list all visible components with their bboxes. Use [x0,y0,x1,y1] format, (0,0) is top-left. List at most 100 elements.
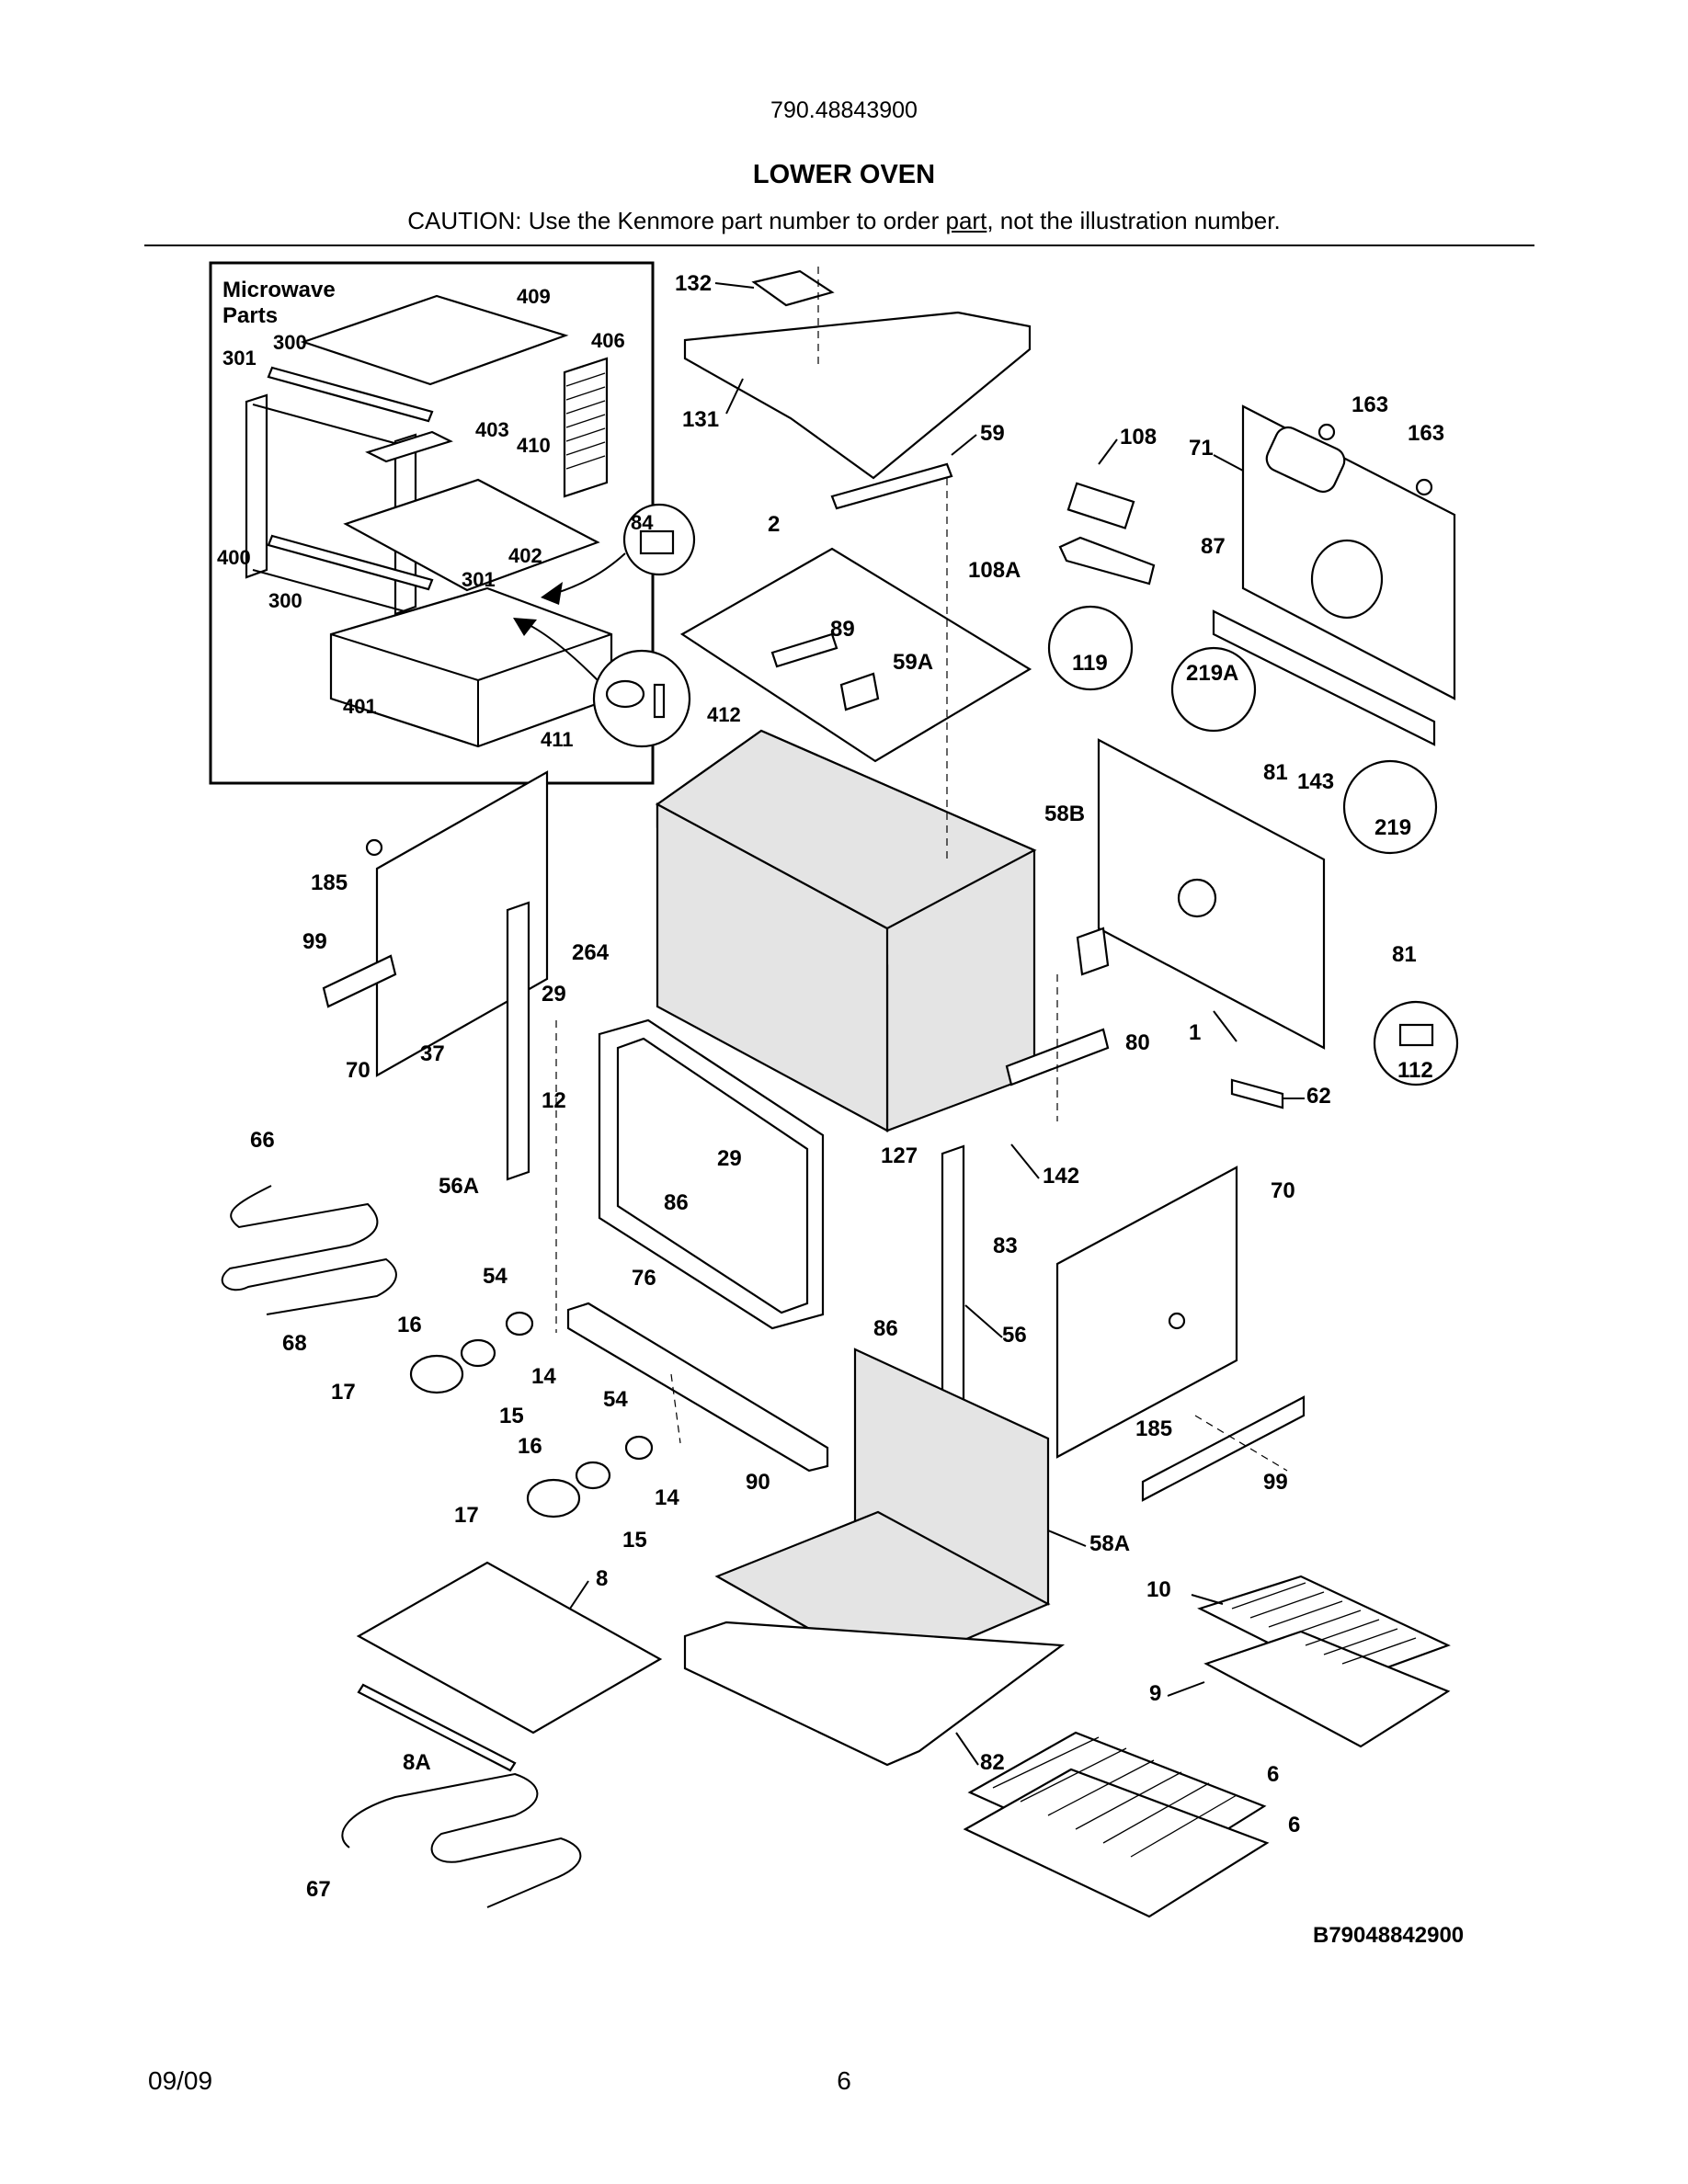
label-402: 402 [508,544,542,567]
callout-37: 37 [420,1041,445,1066]
callout-14b: 14 [655,1485,679,1510]
microwave-panel [300,294,569,386]
callout-15a: 15 [499,1404,524,1428]
label-400: 400 [217,546,251,569]
duct-59 [830,462,953,510]
callout-8A: 8A [403,1750,431,1775]
callout-185b: 185 [1135,1416,1172,1441]
bracket-89 [770,632,838,668]
callout-82: 82 [980,1750,1005,1775]
side-panel-70-left [375,770,549,1077]
callout-66: 66 [250,1128,275,1153]
label-301-bottom: 301 [462,568,496,591]
callout-87: 87 [1201,534,1226,559]
panel-71-hole [1310,539,1384,620]
label-300-top: 300 [273,331,307,354]
caution-note: CAUTION: Use the Kenmore part number to … [0,207,1688,235]
callout-67: 67 [306,1877,331,1902]
label-403: 403 [475,418,509,441]
callout-132: 132 [675,271,712,296]
base-edge-2 [477,633,612,681]
callout-59A: 59A [893,650,933,675]
vent-slats [565,372,606,470]
callout-70a: 70 [346,1058,371,1083]
page-title: LOWER OVEN [752,160,936,189]
inset-title-line1: Microwave [222,278,336,302]
callout-54b: 54 [603,1387,628,1412]
panel-1-hole [1177,878,1217,918]
top-cover-131 [683,311,1032,480]
callout-142: 142 [1043,1164,1079,1189]
callout-2: 2 [768,512,780,537]
fuse-412 [653,683,666,719]
callout-16a: 16 [397,1313,422,1337]
bottom-panel-82 [683,1621,1066,1767]
frame-bottom-edge [252,569,405,612]
strip-99-left [322,954,397,1008]
microwave-inset: Microwave Parts [209,261,741,785]
callout-99a: 99 [302,929,327,954]
arrow-411-head [513,618,537,636]
strip-99-right [1141,1395,1306,1502]
label-84: 84 [631,511,654,534]
component-112 [1398,1023,1434,1047]
callout-119: 119 [1072,651,1108,676]
grommet-185-right [1168,1312,1186,1330]
side-panel-70-right [1055,1166,1238,1459]
callout-70b: 70 [1271,1178,1295,1203]
callout-71: 71 [1189,436,1214,461]
microwave-front-frame [245,393,268,579]
callout-68: 68 [282,1331,307,1356]
inset-labels: 409 300 301 406 403 410 402 400 301 300 … [217,285,741,751]
broiler-pan-9 [1203,1630,1451,1748]
callout-12: 12 [542,1088,566,1113]
callout-54a: 54 [483,1264,508,1289]
callout-80: 80 [1125,1030,1150,1055]
lamp-assembly-upper [409,1311,534,1394]
panel-71-opening [1265,426,1346,494]
grommet-163a [1317,423,1336,441]
front-trim-90 [566,1302,829,1473]
door-glass-8 [356,1561,663,1735]
callout-56A: 56A [439,1174,479,1199]
callout-76: 76 [632,1266,656,1291]
broil-element-67 [341,1772,582,1908]
callout-29b: 29 [717,1146,742,1171]
microwave-vent [563,357,609,498]
callout-81a: 81 [1263,760,1288,785]
oven-rack-6-lower [963,1768,1270,1918]
rack-wires [992,1736,1237,1858]
model-number: 790.48843900 [770,97,918,123]
main-parts [221,267,1459,1918]
base-edge [330,633,479,681]
callout-16b: 16 [518,1434,542,1459]
bracket-108A [1058,536,1156,586]
callout-163a: 163 [1352,392,1388,417]
label-406: 406 [591,329,625,352]
callout-108: 108 [1120,425,1157,449]
callout-62: 62 [1306,1084,1331,1109]
label-411: 411 [541,728,574,751]
callout-83: 83 [993,1234,1018,1258]
callout-127: 127 [881,1143,918,1168]
diagram-id: B79048842900 [1313,1923,1464,1948]
callout-219A: 219A [1186,661,1238,686]
callout-219: 219 [1374,815,1411,840]
footer-page-number: 6 [837,2066,851,2095]
detail-circle-119 [1047,605,1134,691]
bracket-59A [839,672,880,711]
callout-131: 131 [682,407,719,432]
footer-date: 09/09 [148,2066,213,2095]
grommet-185-left [365,838,383,857]
terminal-block-62 [1230,1078,1284,1109]
door-strip-8A [357,1683,517,1772]
callout-14a: 14 [531,1364,556,1389]
callout-86a: 86 [664,1190,689,1215]
arrow-84-head [541,582,563,605]
callout-108A: 108A [968,558,1021,583]
callout-58A: 58A [1089,1531,1130,1556]
lamp-assembly-lower [526,1435,654,1519]
label-401: 401 [343,695,377,718]
callout-112: 112 [1397,1058,1433,1083]
